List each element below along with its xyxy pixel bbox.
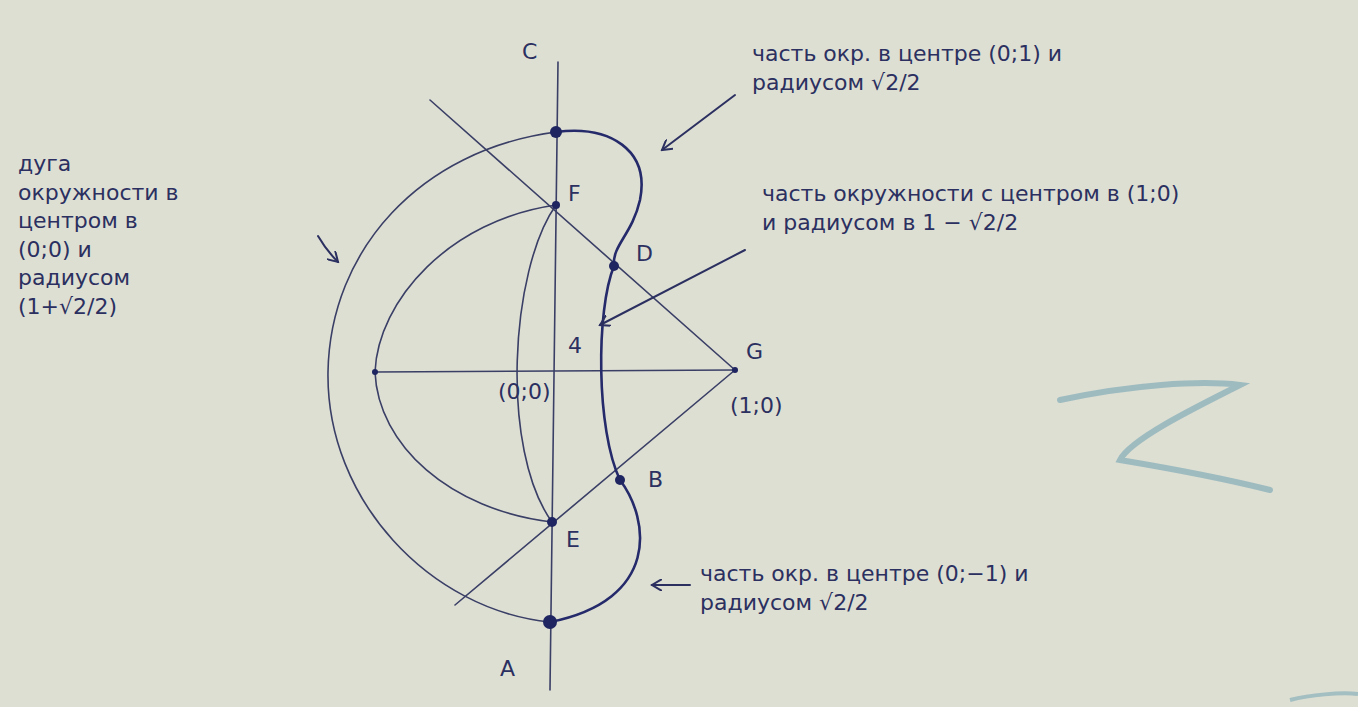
mark-label: 4: [568, 332, 582, 361]
point-label: E: [566, 526, 580, 555]
point-label: A: [500, 655, 515, 684]
callout-note: часть окружности с центром в (1;0) и рад…: [762, 180, 1182, 237]
callout-note: часть окр. в центре (0;−1) и радиусом √2…: [700, 560, 1060, 617]
coordinate-label: (0;0): [498, 378, 551, 407]
point-label: B: [648, 466, 663, 495]
point-label: F: [568, 180, 581, 209]
point-label: C: [522, 38, 537, 67]
point-label: D: [636, 240, 653, 269]
coordinate-label: (1;0): [730, 392, 783, 421]
callout-note: дуга окружности в центром в (0;0) и ради…: [18, 150, 193, 322]
callout-note: часть окр. в центре (0;1) и радиусом √2/…: [752, 40, 1082, 97]
point-label: G: [746, 338, 763, 367]
